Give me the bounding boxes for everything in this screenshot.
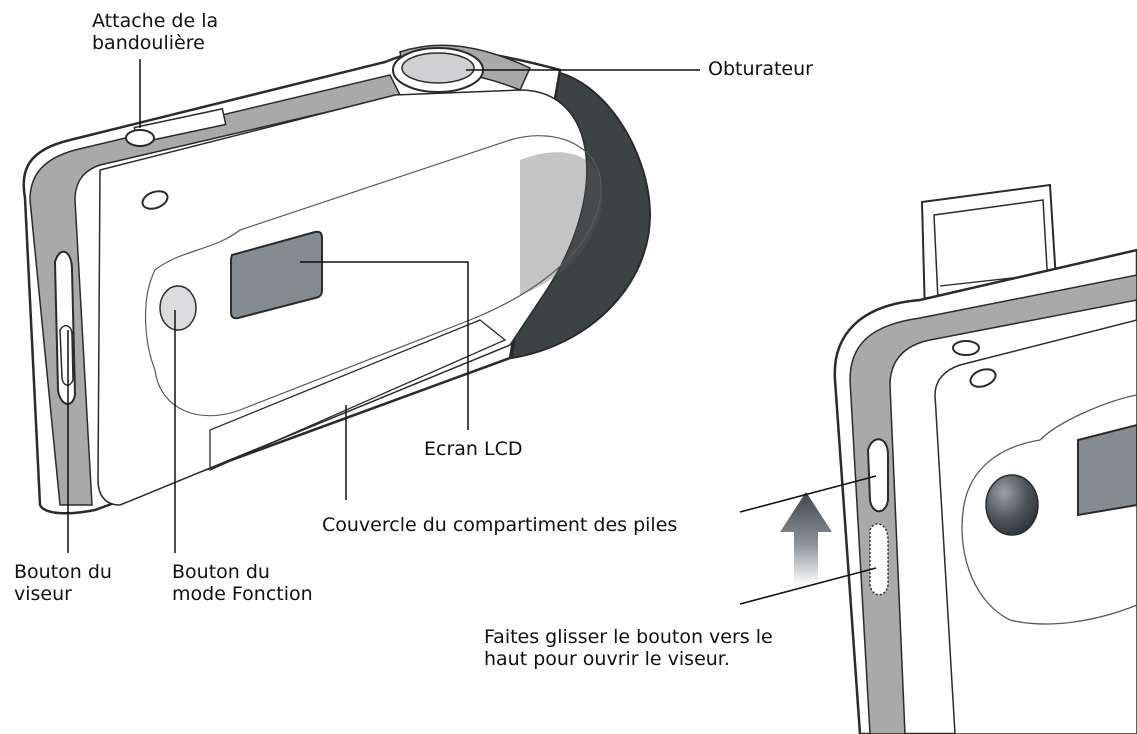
grip-outline	[144, 135, 602, 417]
label-mode-line2: mode Fonction	[172, 583, 313, 605]
leader-lines	[67, 59, 877, 605]
label-mode-button: Bouton du mode Fonction	[172, 561, 313, 605]
front-panel	[97, 89, 588, 506]
lens-window	[520, 152, 604, 295]
label-mode-line1: Bouton du	[172, 561, 270, 583]
strap-hole	[141, 190, 169, 210]
label-viewfinder-line2: viseur	[14, 583, 72, 605]
label-slide-line2: haut pour ouvrir le viseur.	[484, 648, 730, 670]
shutter-button	[401, 52, 475, 84]
label-strap-attachment: Attache de la bandoulière	[92, 10, 218, 54]
main-camera	[22, 44, 652, 515]
label-strap-line2: bandoulière	[92, 32, 205, 54]
slider-dotted-position	[869, 523, 889, 596]
label-slide-line1: Faites glisser le bouton vers le	[484, 626, 773, 648]
lower-panel	[209, 319, 507, 471]
detail-gray-band	[849, 274, 1137, 734]
label-strap-line1: Attache de la	[92, 10, 219, 32]
label-viewfinder-line1: Bouton du	[14, 561, 112, 583]
strap-attachment	[125, 129, 155, 147]
up-arrow-icon	[780, 492, 832, 586]
detail-front-panel	[934, 319, 1137, 734]
label-lcd: Ecran LCD	[424, 438, 523, 460]
lcd-screen	[230, 230, 323, 320]
detail-mode-button	[985, 474, 1039, 536]
mode-function-button	[159, 285, 197, 331]
detail-lcd	[1077, 423, 1137, 517]
detail-viewfinder-slider	[866, 438, 889, 513]
label-viewfinder-button: Bouton du viseur	[14, 561, 112, 605]
detail-camera	[833, 183, 1137, 734]
label-battery-cover: Couvercle du compartiment des piles	[322, 514, 678, 536]
camera-gray-band	[29, 74, 402, 506]
label-shutter: Obturateur	[708, 58, 813, 80]
label-slide-instruction: Faites glisser le bouton vers le haut po…	[484, 626, 773, 670]
